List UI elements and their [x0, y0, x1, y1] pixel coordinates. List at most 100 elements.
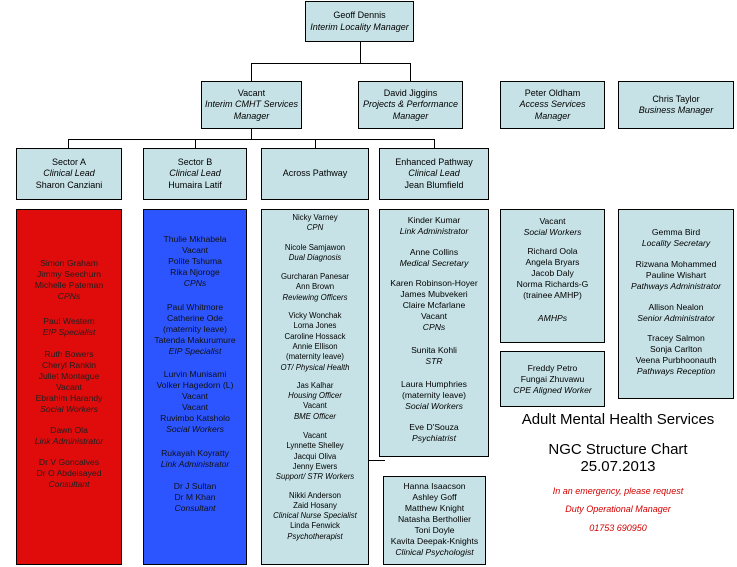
staff-role: BME Officer — [293, 411, 337, 421]
staff-name: Nicole Samjawon — [284, 242, 346, 252]
staff-role: CPNs — [57, 291, 81, 301]
staff-name: Volker Hagedorn (L) — [156, 380, 234, 390]
enhanced-pathway-box: Enhanced Pathway Clinical Lead Jean Blum… — [379, 148, 489, 200]
pathway-label: Across Pathway — [282, 168, 348, 179]
role-title: Manager — [534, 110, 571, 121]
staff-name: Paul Whitmore — [166, 302, 224, 312]
staff-role: EIP Specialist — [42, 327, 96, 337]
staff-name: Vacant — [181, 391, 209, 401]
connector — [251, 63, 252, 81]
staff-name: Catherine Ode — [167, 313, 223, 323]
staff-name: Jenny Ewers — [292, 461, 338, 471]
staff-name: Tatenda Makurumure — [154, 335, 236, 345]
staff-name: Ebrahim Harandy — [35, 393, 103, 403]
staff-name: Paul Western — [43, 316, 95, 326]
staff-name: Vacant — [181, 245, 209, 255]
staff-name: Tracey Salmon — [647, 333, 705, 343]
staff-name: Matthew Knight — [404, 503, 465, 513]
staff-name: Lorna Jones — [293, 321, 337, 331]
person-name: Humaira Latif — [168, 179, 222, 190]
staff-name: Rukayah Koyratty — [161, 448, 229, 458]
staff-name: Natasha Berthollier — [397, 514, 472, 524]
access-staff-list: Vacant Social Workers Richard Oola Angel… — [500, 209, 605, 343]
staff-role: Link Administrator — [34, 436, 104, 446]
service-title: Adult Mental Health Services — [502, 411, 734, 429]
connector — [251, 63, 411, 64]
staff-name: Nicky Varney — [292, 213, 338, 222]
staff-name: Pauline Wishart — [645, 270, 707, 280]
staff-name: Vicky Wonchak — [288, 311, 342, 321]
connector — [360, 42, 361, 64]
staff-name: Kinder Kumar — [407, 215, 461, 225]
staff-role: Clinical Psychologist — [395, 547, 474, 557]
staff-name: Cheryl Rankin — [42, 360, 96, 370]
staff-role: Support/ STR Workers — [275, 472, 355, 482]
staff-role: AMHPs — [537, 313, 568, 323]
locality-manager-box: Geoff Dennis Interim Locality Manager — [305, 1, 414, 42]
staff-name: Vacant — [539, 216, 566, 226]
staff-role: CPE Aligned Worker — [513, 385, 592, 395]
connector — [251, 129, 252, 139]
staff-name: Gurcharan Panesar — [280, 272, 350, 282]
connector — [68, 139, 69, 148]
across-pathway-box: Across Pathway — [261, 148, 369, 200]
staff-name: Lynnette Shelley — [286, 441, 344, 451]
staff-name: Gemma Bird — [651, 227, 701, 237]
emergency-phone: 01753 690950 — [589, 523, 647, 533]
staff-name: Laura Humphries — [401, 379, 467, 389]
staff-name: Allison Nealon — [648, 302, 704, 312]
staff-name: James Mubvekeri — [400, 289, 468, 299]
staff-name: Vacant — [181, 402, 209, 412]
business-staff-list: Gemma Bird Locality Secretary Rizwana Mo… — [618, 209, 734, 399]
staff-name: Linda Fenwick — [290, 521, 340, 531]
staff-name: Veena Purbhoonauth — [635, 355, 717, 365]
connector — [68, 139, 434, 140]
staff-name: Dawn Ola — [50, 425, 88, 435]
staff-name: Sonja Carlton — [649, 344, 703, 354]
staff-role: EIP Specialist — [168, 346, 222, 356]
chart-title-text: NGC Structure Chart — [548, 441, 688, 458]
staff-name: Jas Kalhar — [296, 380, 334, 390]
business-manager-box: Chris Taylor Business Manager — [618, 81, 734, 129]
staff-name: Kavita Deepak-Knights — [390, 536, 479, 546]
emergency-line: In an emergency, please request — [552, 486, 684, 496]
connector — [195, 139, 196, 148]
person-name: Geoff Dennis — [333, 10, 386, 20]
staff-name: Polite Tshuma — [168, 256, 222, 266]
staff-name: (maternity leave) — [285, 352, 345, 362]
staff-name: Vacant — [55, 382, 83, 392]
staff-name: Michelle Pateman — [34, 280, 104, 290]
staff-role: Clinical Nurse Specialist — [273, 511, 357, 521]
staff-name: Norma Richards-G — [516, 279, 589, 289]
staff-role: Pathways Administrator — [631, 281, 721, 291]
staff-name: Hanna Isaacson — [403, 481, 466, 491]
staff-name: Karen Robinson-Hoyer — [390, 278, 478, 288]
enhanced-pathway-staff-list: Kinder Kumar Link Administrator Anne Col… — [379, 209, 489, 457]
staff-role: Medical Secretary — [399, 258, 469, 268]
service-title-text: Adult Mental Health Services — [521, 411, 715, 428]
cpe-worker-box: Freddy Petro Fungai Zhuvawu CPE Aligned … — [500, 351, 605, 407]
sector-a-staff-list: Simon Graham Jimmy Seechurn Michelle Pat… — [16, 209, 122, 565]
projects-manager-box: David Jiggins Projects & Performance Man… — [358, 81, 463, 129]
staff-role: Social Workers — [405, 401, 463, 411]
staff-role: Dual Diagnosis — [288, 252, 342, 262]
staff-name: Juliet Montague — [38, 371, 100, 381]
role-title: Interim Locality Manager — [310, 21, 409, 32]
staff-role: CPNs — [183, 278, 207, 288]
staff-name: Vacant — [303, 431, 327, 441]
staff-name: Claire Mcfarlane — [402, 300, 466, 310]
person-name: David Jiggins — [383, 87, 438, 98]
chart-date: 25.07.2013 — [580, 458, 656, 475]
staff-role: Consultant — [48, 479, 90, 489]
staff-name: Dr O Abdelsayed — [36, 468, 102, 478]
role-title: Manager — [392, 110, 429, 121]
staff-name: Dr M Khan — [174, 492, 216, 502]
staff-name: Eve D'Souza — [409, 422, 459, 432]
role-title: Clinical Lead — [43, 168, 95, 179]
connector — [410, 63, 411, 81]
staff-name: Toni Doyle — [414, 525, 455, 535]
role-title: Clinical Lead — [408, 168, 460, 179]
staff-role: CPNs — [422, 322, 446, 332]
staff-role: Locality Secretary — [641, 238, 711, 248]
staff-name: Lurvin Munisami — [163, 369, 227, 379]
